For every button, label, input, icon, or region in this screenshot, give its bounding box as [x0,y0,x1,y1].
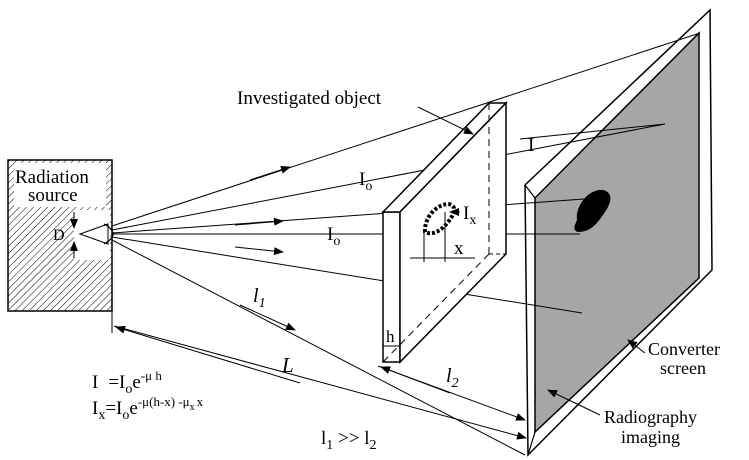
slab-hidden-edge-2 [382,253,490,363]
investigated-object [381,101,508,364]
ray-defect [111,197,599,234]
ray-arrow-3 [234,246,284,256]
converter-screen [524,8,713,457]
ray-arrow-1 [249,165,291,181]
screen-edge-1 [524,184,536,199]
io-middle-label: Io [327,224,340,249]
big-l-line [113,325,527,440]
ray-top [111,32,701,227]
radiography-label-2: imaging [621,427,680,447]
radiation-label-2: source [28,185,78,206]
formula-3: l1 >> l2 [321,428,377,453]
big-l-arrow-back [115,325,301,384]
defect-shadow [574,189,611,232]
radiography-label-1: Radiography [604,407,697,427]
l1-label: l1 [253,285,266,311]
ray-arrow-2 [234,217,284,226]
l2-arrow-back [380,366,451,394]
ray-arrow-4 [239,304,296,331]
io-upper-label: Io [359,169,372,194]
leaders [417,106,666,416]
x-label: x [454,238,464,259]
i-label: I [528,135,534,156]
screen-edge-2 [527,431,536,456]
ray-lower [111,236,583,314]
screen-plate [534,31,700,434]
big-l-label: L [281,353,294,377]
source-label-bg [14,163,106,207]
beam-cone [78,223,109,245]
i-leader [519,123,666,140]
h-label: h [386,327,395,346]
ray-i [111,123,666,231]
radiography-leader [547,389,601,416]
d-label: D [53,227,65,244]
converter-label-2: screen [660,358,706,378]
object-label: Investigated object [237,88,382,109]
converter-label-1: Converter [648,339,720,359]
l2-label: l2 [446,365,459,391]
ix-label: Ix [463,203,476,228]
labels: Radiation source D Investigated object I… [15,88,720,453]
radiation-source [7,159,114,312]
radiation-label-1: Radiation [15,167,89,188]
converter-leader [627,339,646,354]
formula-1: I=Ioe-μ h [92,368,162,397]
dimensions [111,311,527,440]
object-leader [417,106,474,135]
